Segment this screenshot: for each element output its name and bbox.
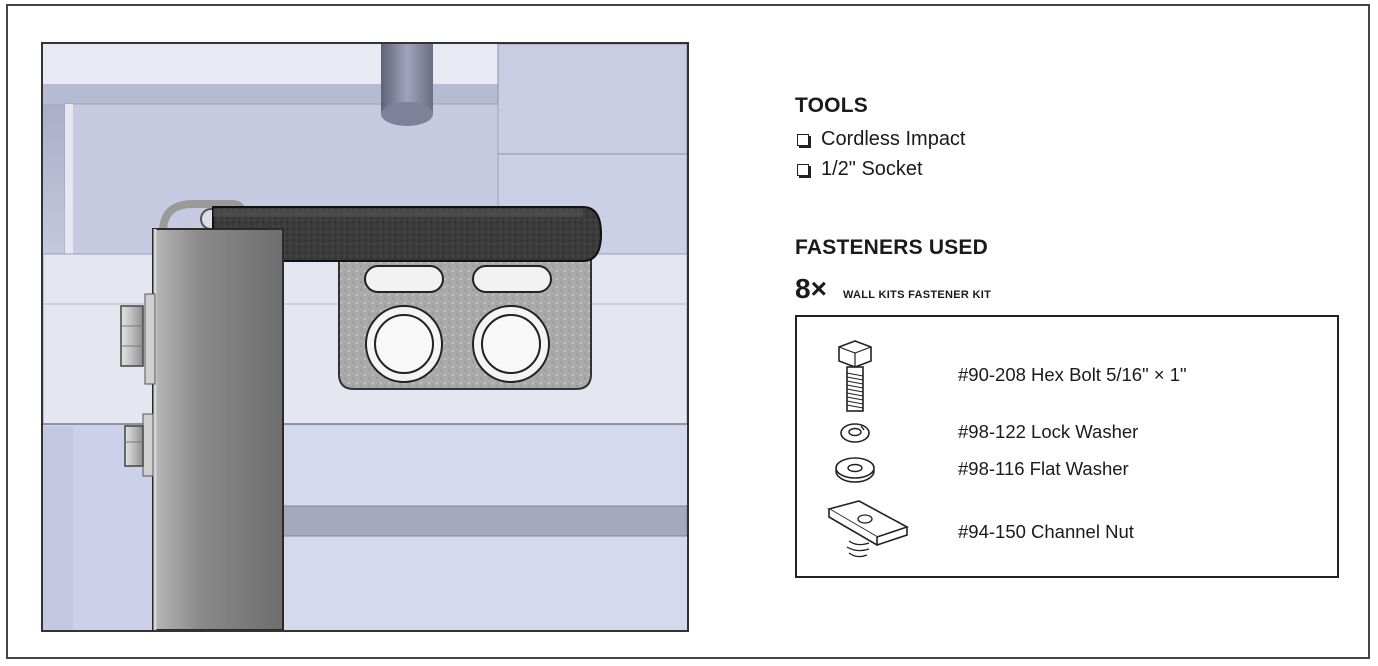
part-flat-washer: #98-116 Flat Washer [797, 454, 1337, 494]
hex-bolt-icon [838, 340, 872, 412]
tool-label: 1/2" Socket [821, 158, 923, 180]
lock-washer-icon [840, 423, 870, 443]
page-frame [6, 4, 1370, 659]
part-hex-bolt: #90-208 Hex Bolt 5/16" × 1" [797, 339, 1337, 419]
channel-nut-icon [826, 500, 910, 558]
tool-item-cordless-impact[interactable]: Cordless Impact [795, 128, 966, 151]
part-lock-washer: #98-122 Lock Washer [797, 418, 1337, 458]
tools-heading: TOOLS [795, 94, 868, 117]
part-label: #98-122 Lock Washer [958, 421, 1139, 442]
flat-washer-icon [835, 457, 875, 483]
tool-label: Cordless Impact [821, 128, 966, 150]
part-label: #98-116 Flat Washer [958, 458, 1129, 479]
fastener-parts-box: #90-208 Hex Bolt 5/16" × 1" #98-122 Lock… [795, 315, 1339, 578]
fastener-quantity-line: 8× WALL KITS FASTENER KIT [795, 273, 991, 305]
fasteners-heading: FASTENERS USED [795, 236, 988, 259]
fastener-quantity: 8× [795, 273, 827, 304]
checkbox-icon[interactable] [797, 163, 809, 176]
part-channel-nut: #94-150 Channel Nut [797, 495, 1337, 565]
fastener-kit-name: WALL KITS FASTENER KIT [842, 289, 992, 301]
part-label: #90-208 Hex Bolt 5/16" × 1" [958, 364, 1187, 385]
part-label: #94-150 Channel Nut [958, 521, 1134, 542]
checkbox-icon[interactable] [797, 133, 809, 146]
tool-item-socket[interactable]: 1/2" Socket [795, 158, 923, 181]
assembly-illustration [41, 42, 689, 632]
